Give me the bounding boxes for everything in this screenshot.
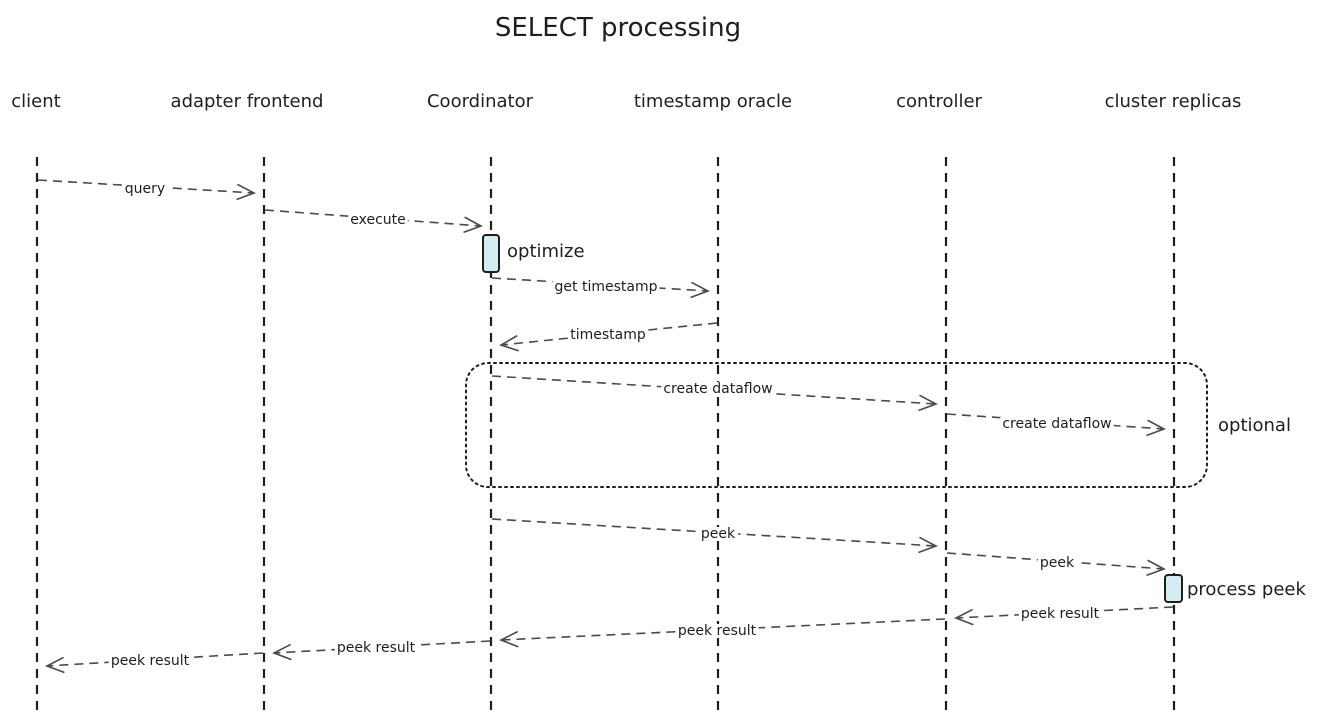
activation-label: optimize xyxy=(507,241,585,262)
arrowhead xyxy=(954,609,974,626)
activation-label: process peek xyxy=(1187,579,1306,600)
activations: optimize process peek xyxy=(482,234,1306,603)
message-label: peek xyxy=(701,526,736,542)
message-label: create dataflow xyxy=(1002,416,1111,432)
actor-label-coordinator: Coordinator xyxy=(427,91,534,112)
optional-group-frame xyxy=(465,362,1208,488)
message-label-background xyxy=(568,328,648,342)
actor-label-controller: controller xyxy=(896,91,982,112)
message-arrow: peek result xyxy=(272,640,491,661)
arrowhead xyxy=(918,536,938,554)
message-label: execute xyxy=(350,212,406,228)
message-arrow: execute xyxy=(264,209,483,233)
message-arrow: peek result xyxy=(499,618,946,648)
arrowhead xyxy=(918,394,938,412)
message-label: peek xyxy=(1040,555,1075,571)
arrowhead xyxy=(499,335,519,352)
message-label-background xyxy=(1037,556,1077,570)
message-label-background xyxy=(1018,607,1102,621)
activation-box-cluster-replicas xyxy=(1164,574,1183,603)
actor-label-timestamp-oracle: timestamp oracle xyxy=(634,91,792,112)
arrowhead xyxy=(1146,419,1166,436)
message-label: peek result xyxy=(111,653,190,669)
arrowhead xyxy=(463,216,483,233)
arrowhead xyxy=(272,644,292,661)
message-arrow: create dataflow xyxy=(946,413,1166,436)
message-arrow: timestamp xyxy=(499,322,718,352)
message-label: query xyxy=(125,181,165,197)
message-label-background xyxy=(661,382,775,396)
optional-group-label: optional xyxy=(1218,415,1291,436)
message-arrow: query xyxy=(37,179,256,201)
lifelines xyxy=(35,157,1176,710)
message-label-background xyxy=(348,213,408,227)
messages: query execute get timestamp timestamp create… xyxy=(37,179,1174,674)
arrowhead xyxy=(45,656,65,674)
optional-group-layer: optional xyxy=(465,362,1291,488)
message-label-background xyxy=(675,624,759,638)
arrowhead xyxy=(690,281,710,299)
message-arrow: peek xyxy=(491,518,938,554)
message-arrow: peek result xyxy=(45,652,264,674)
message-label-background xyxy=(698,527,738,541)
message-label: create dataflow xyxy=(663,381,772,397)
message-arrow: peek result xyxy=(954,606,1174,626)
message-label-background xyxy=(1000,417,1114,431)
message-label-background xyxy=(108,654,192,668)
actor-label-client: client xyxy=(11,91,60,112)
actor-label-cluster-replicas: cluster replicas xyxy=(1105,91,1242,112)
activation-box-coordinator xyxy=(482,234,500,273)
message-label: timestamp xyxy=(570,327,646,343)
message-label-background xyxy=(552,280,660,294)
message-label-background xyxy=(334,641,418,655)
message-arrow: create dataflow xyxy=(491,375,938,412)
message-label-background xyxy=(122,182,168,196)
arrowhead xyxy=(1146,559,1166,576)
message-label: peek result xyxy=(337,640,416,656)
message-arrow: peek xyxy=(946,552,1166,576)
message-label: peek result xyxy=(1021,606,1100,622)
arrowhead xyxy=(499,631,519,648)
message-label: peek result xyxy=(678,623,757,639)
actor-label-adapter-frontend: adapter frontend xyxy=(171,91,324,112)
message-arrow: get timestamp xyxy=(491,277,710,299)
diagram-title: SELECT processing xyxy=(495,13,741,43)
message-label: get timestamp xyxy=(555,279,658,295)
actor-labels: client adapter frontend Coordinator timesta… xyxy=(11,91,1241,112)
arrowhead xyxy=(236,183,256,201)
